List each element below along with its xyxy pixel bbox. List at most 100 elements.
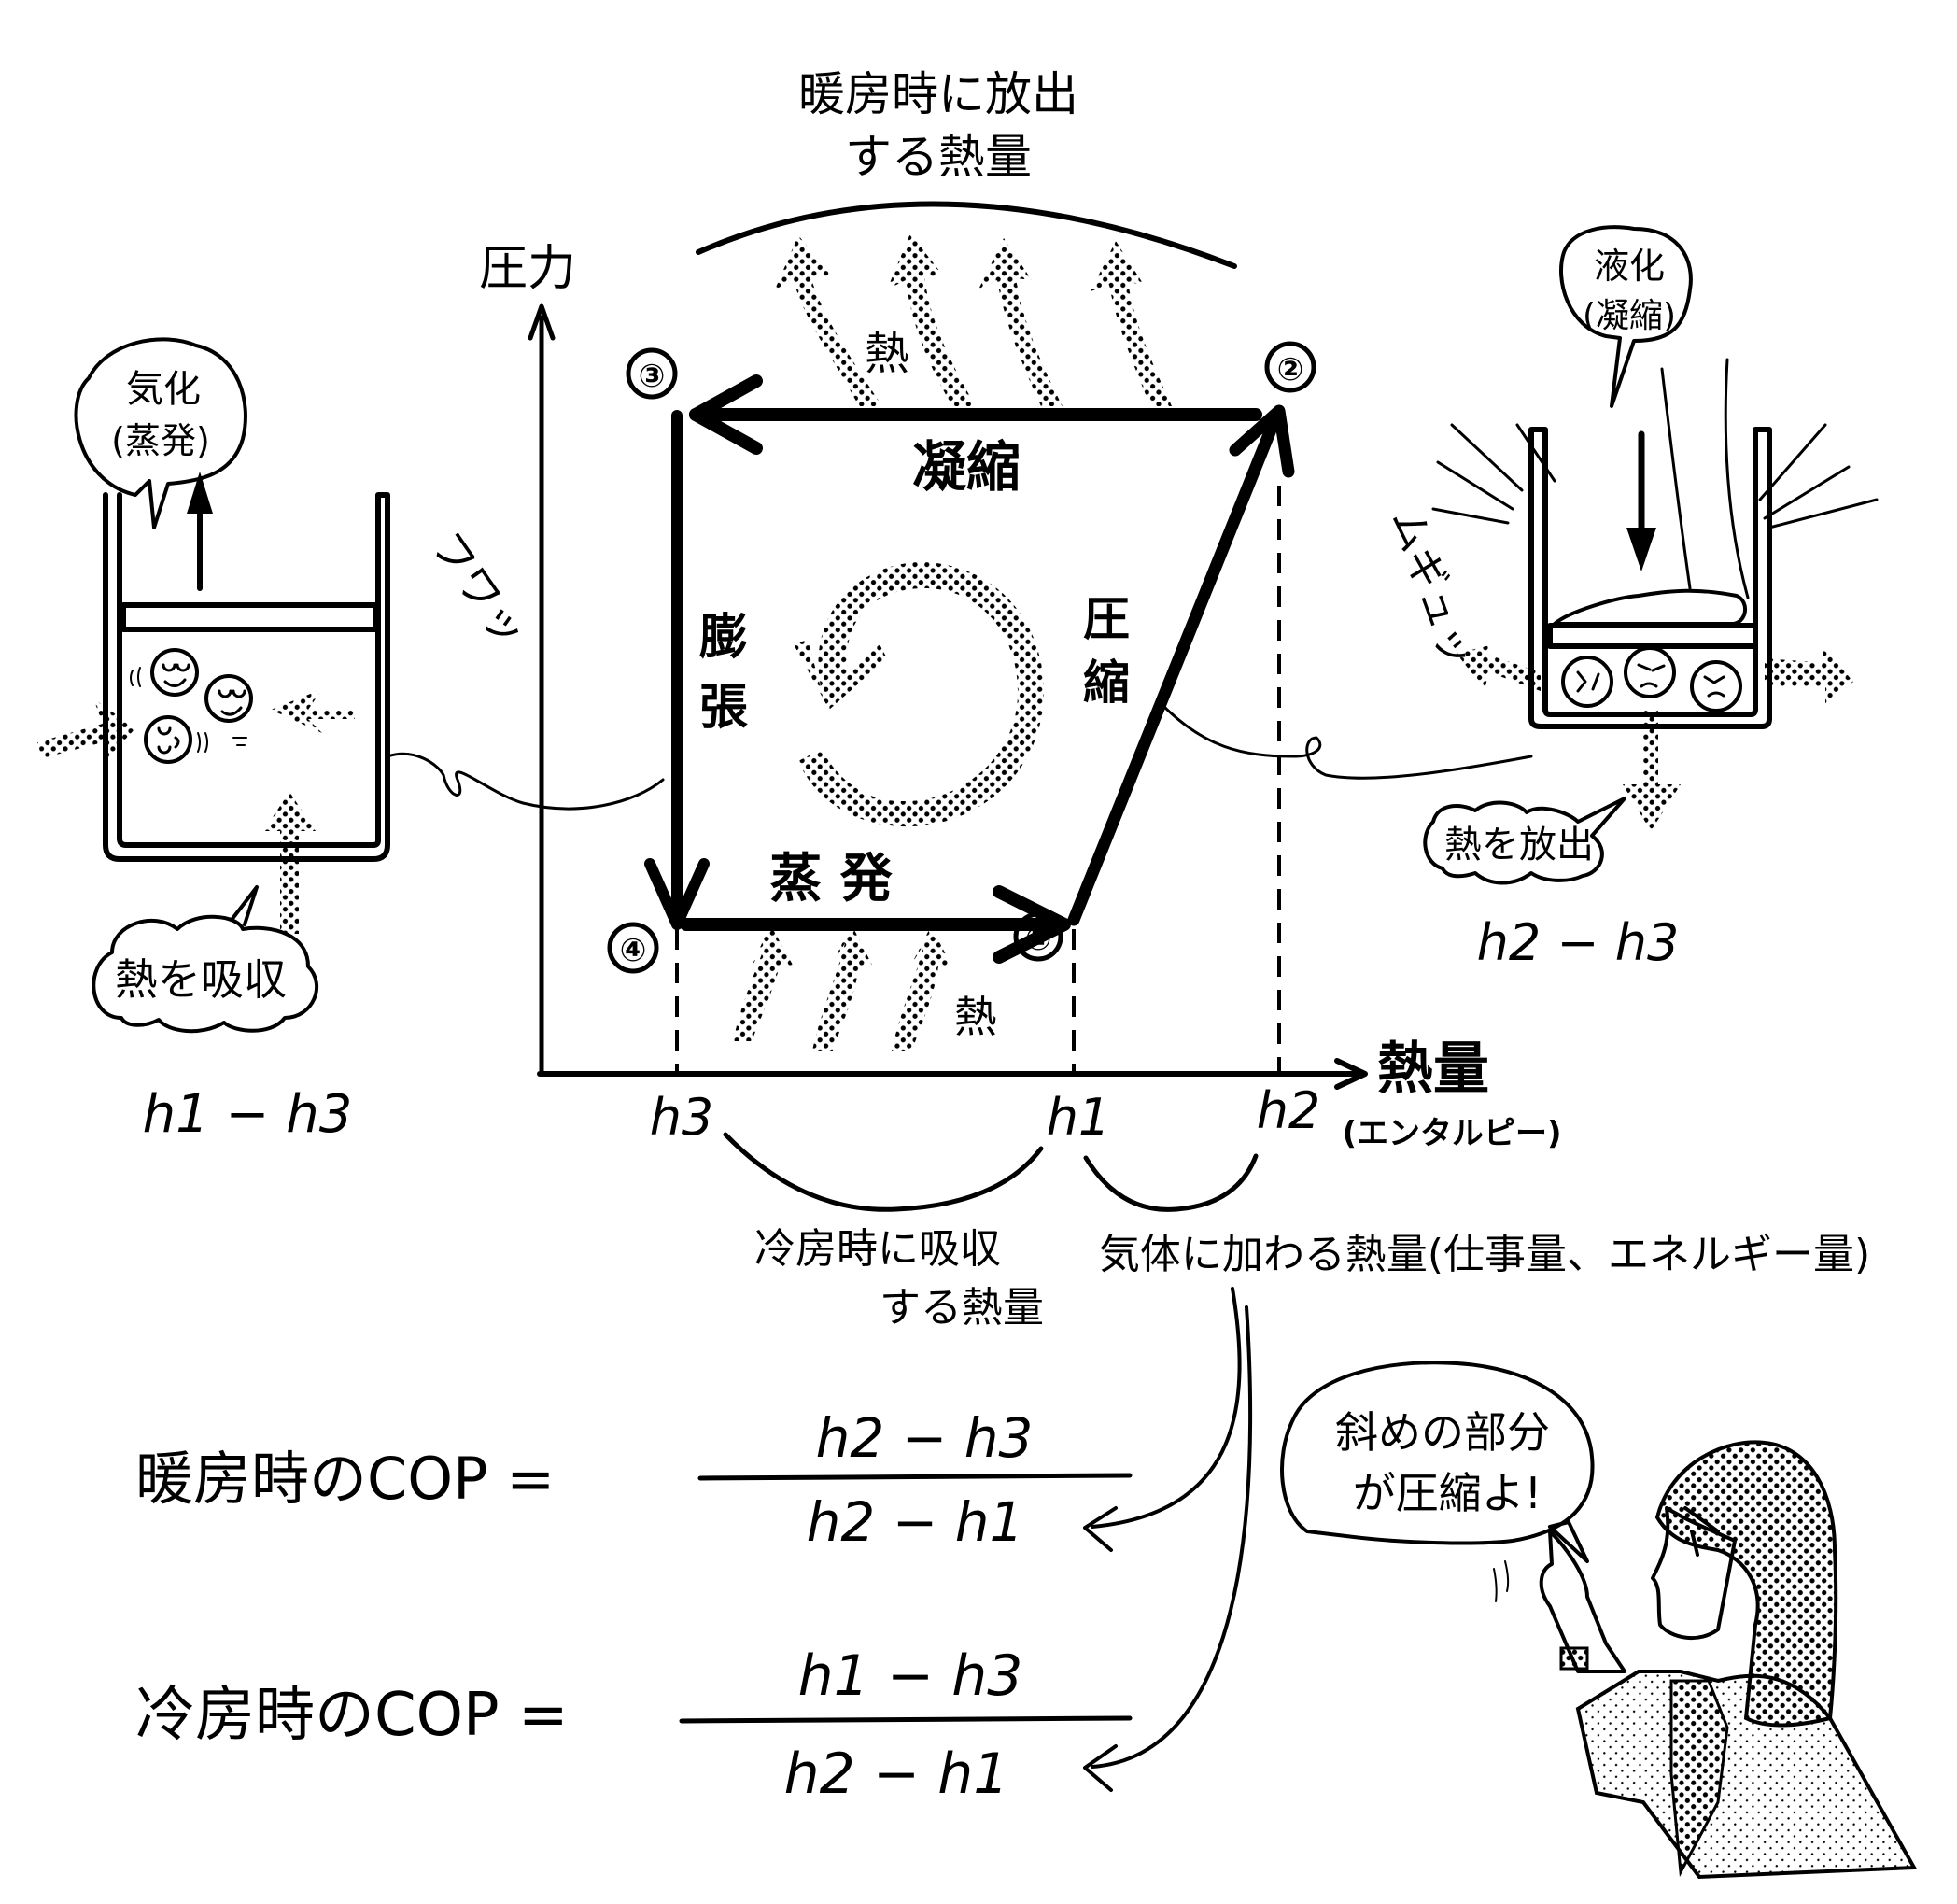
heating-fraction-bar <box>697 1473 1133 1481</box>
heat-out-arrow-icon <box>1765 644 1853 705</box>
tick-h1: h1 <box>1047 1088 1111 1147</box>
condensation-label: 凝縮 <box>912 435 1021 499</box>
heat-label-bottom: 熱 <box>954 992 997 1042</box>
heating-cop-formula: 暖房時のCOP = h2 − h3 h2 − h1 <box>135 1406 1133 1554</box>
compression-label-2: 縮 <box>1083 656 1130 710</box>
heat-arrow-icon <box>978 238 1063 406</box>
left-connector-line <box>386 752 665 811</box>
cooling-cop-denominator: h2 − h1 <box>784 1742 1009 1807</box>
right-cloud-bubble <box>1423 797 1626 885</box>
cooling-absorb-label-line2: する熱量 <box>880 1284 1044 1332</box>
left-piston <box>120 602 378 632</box>
arrowhead-icon <box>1083 1744 1118 1792</box>
y-axis-arrowhead-icon <box>528 303 556 341</box>
point-labels: ① ② ③ ④ <box>607 341 1316 974</box>
teacher-jacket <box>1575 1670 1918 1880</box>
heating-release-label-line1: 暖房時に放出 <box>798 67 1078 121</box>
cooling-fraction-bar <box>679 1715 1133 1724</box>
teacher-character: 斜めの部分 が圧縮よ! <box>1280 1361 1918 1880</box>
right-piston <box>1547 623 1758 649</box>
teacher-speech-line1: 斜めの部分 <box>1335 1407 1550 1458</box>
work-to-heating-denominator-arrow <box>1091 1287 1242 1529</box>
down-arrow-icon <box>1626 528 1656 571</box>
teacher-speech-bubble <box>1280 1361 1595 1563</box>
left-cylinder <box>37 472 390 934</box>
pressing-hand-icon <box>1553 588 1747 626</box>
cooling-absorb-label-line1: 冷房時に吸収 <box>754 1225 1001 1273</box>
tick-h3: h3 <box>650 1088 714 1147</box>
expansion-label-1: 膨 <box>699 610 748 666</box>
cycle-direction-arrow-icon <box>794 561 1045 827</box>
right-bubble-line1: 液化 <box>1594 246 1665 287</box>
teacher-eye <box>1683 1506 1720 1557</box>
burst-lines <box>1431 423 1879 529</box>
work-to-cooling-denominator-arrow <box>1091 1305 1253 1769</box>
right-bubble-line2: (凝縮) <box>1583 297 1676 335</box>
molecule-face-icon <box>204 674 253 723</box>
heating-cop-label: 暖房時のCOP = <box>135 1445 555 1513</box>
compression-arrowhead-icon <box>1229 404 1295 478</box>
compression-label-1: 圧 <box>1083 592 1130 646</box>
heat-in-arrow-icon <box>37 698 135 764</box>
evaporation-label: 蒸 発 <box>769 849 893 910</box>
right-cloud-text: 熱を放出 <box>1444 824 1594 867</box>
right-cylinder <box>1431 358 1879 831</box>
heat-arrows-bottom <box>733 924 952 1051</box>
up-arrow-icon <box>187 472 213 514</box>
right-formula: h2 − h3 <box>1477 913 1680 972</box>
heat-arrow-icon <box>1091 241 1172 406</box>
teacher-cuff <box>1559 1646 1589 1671</box>
molecule-face-icon <box>1561 656 1613 708</box>
heat-arrow-icon <box>887 233 976 406</box>
point-4-label: ④ <box>620 932 647 969</box>
heating-cop-numerator: h2 − h3 <box>816 1406 1034 1470</box>
expansion-label-2: 張 <box>699 680 748 736</box>
right-connector-line <box>1161 703 1533 780</box>
point-2-label: ② <box>1277 351 1304 388</box>
heat-arrow-icon <box>733 924 794 1041</box>
heat-in-arrow-icon <box>271 689 355 733</box>
right-cylinder-body <box>1528 427 1772 729</box>
left-molecules <box>130 648 253 764</box>
heat-arrow-icon <box>812 924 873 1051</box>
teacher-shirt <box>1669 1679 1729 1878</box>
heating-release-label-line2: する熱量 <box>845 130 1032 184</box>
heat-arrow-icon <box>775 235 882 406</box>
heating-cop-denominator: h2 − h1 <box>807 1490 1024 1554</box>
heat-out-arrow-icon <box>1623 710 1681 831</box>
right-speech-bubble <box>1559 225 1693 408</box>
compression-path <box>1067 412 1282 926</box>
heat-arrows-top <box>775 233 1172 406</box>
molecule-face-icon <box>1690 660 1742 712</box>
expansion-arrowhead-icon <box>644 858 710 930</box>
x-axis-label: 熱量 <box>1377 1037 1489 1102</box>
left-cloud-text: 熱を吸収 <box>115 954 287 1005</box>
point-3-label: ③ <box>639 358 666 395</box>
left-cylinder-body <box>103 492 390 862</box>
left-bubble-line1: 気化 <box>126 368 201 411</box>
cooling-absorb-brace <box>723 1132 1044 1212</box>
cooling-cop-numerator: h1 − h3 <box>798 1643 1023 1709</box>
teacher-pointing-hand <box>1539 1530 1626 1673</box>
tick-h2: h2 <box>1257 1081 1321 1140</box>
molecule-face-icon <box>150 648 199 697</box>
teacher-speech-line2: が圧縮よ! <box>1353 1468 1542 1518</box>
evaporation-arrowhead-icon <box>993 885 1071 964</box>
y-axis-label: 圧力 <box>479 241 576 297</box>
cooling-cop-label: 冷房時のCOP = <box>135 1681 569 1750</box>
x-axis-arrowhead-icon <box>1334 1058 1368 1090</box>
left-sfx: フワッ <box>421 522 536 656</box>
heating-release-brace <box>696 201 1237 269</box>
cycle-paths <box>644 374 1295 964</box>
heat-label-top: 熱 <box>865 328 909 380</box>
molecule-face-icon <box>1624 646 1676 698</box>
left-bubble-line2: (蒸発) <box>111 420 210 461</box>
heat-in-arrow-icon <box>263 792 316 934</box>
work-label: 気体に加わる熱量(仕事量、エネルギー量) <box>1099 1231 1870 1278</box>
molecule-face-icon <box>144 715 192 764</box>
teacher-face <box>1651 1506 1737 1641</box>
left-formula: h1 − h3 <box>143 1084 353 1145</box>
arrowhead-icon <box>1083 1506 1118 1552</box>
left-cloud-bubble <box>92 914 319 1034</box>
